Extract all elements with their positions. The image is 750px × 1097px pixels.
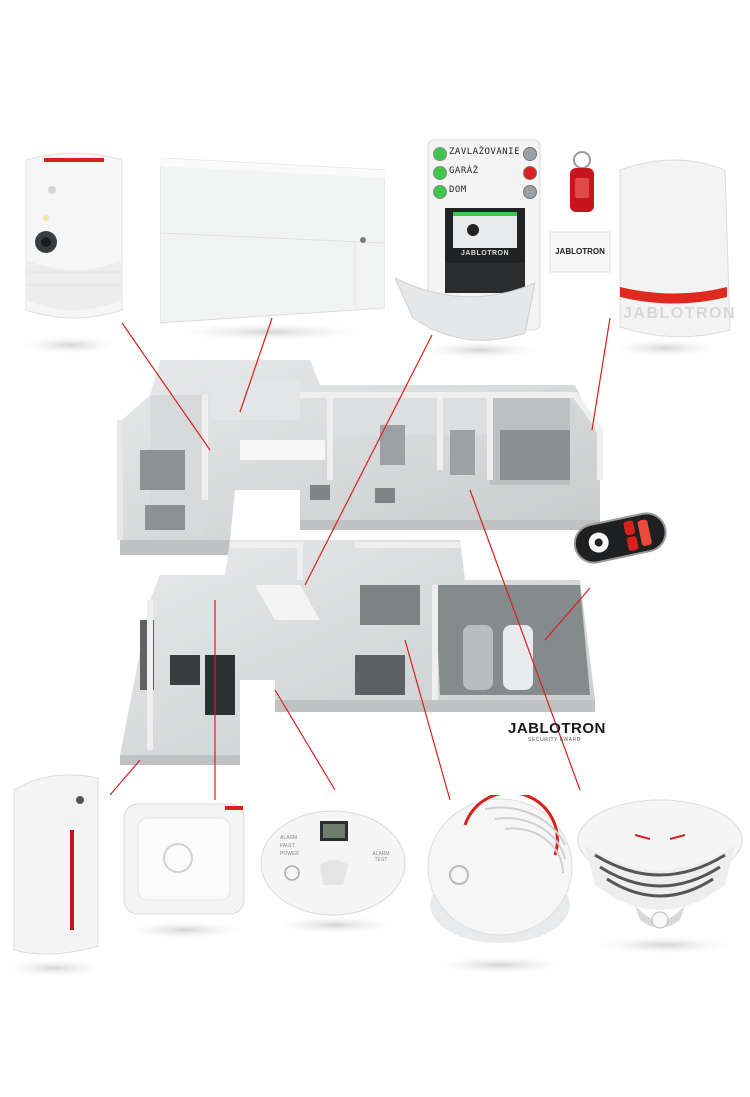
keypad-segment-row[interactable]: DOM: [431, 182, 539, 202]
segment-label: GARÁŽ: [449, 166, 479, 176]
access-keypad: ZAVLAŽOVANIE GARÁŽ DOM JABLOTRON: [395, 138, 545, 343]
connector-lines: [109, 317, 611, 801]
brand-tagline: SECURITY AWARD: [528, 737, 581, 743]
wall-sounder: [120, 800, 248, 920]
fire-detector: [575, 795, 745, 940]
status-led-icon: [523, 147, 537, 161]
rfid-tag-and-card: JABLOTRON: [548, 150, 613, 280]
segment-label: ZAVLAŽOVANIE: [449, 147, 521, 157]
co-label: ALARM: [280, 835, 298, 841]
brand-name: JABLOTRON: [508, 720, 606, 737]
control-panel: [160, 158, 385, 328]
status-led-icon: [433, 185, 447, 199]
brand-watermark: JABLOTRON SECURITY AWARD: [508, 720, 605, 750]
upper-floor: [117, 360, 603, 555]
status-led-icon: [523, 185, 537, 199]
outdoor-siren: JABLOTRON: [615, 155, 735, 340]
segment-label: DOM: [449, 185, 467, 195]
status-led-icon: [523, 166, 537, 180]
smoke-detector: [425, 795, 575, 950]
card-brand: JABLOTRON: [555, 247, 605, 256]
siren-brand: JABLOTRON: [623, 305, 737, 322]
co-label: POWER: [280, 851, 299, 857]
lower-floor: [120, 540, 595, 765]
co-label: FAULT: [280, 843, 296, 849]
co-detector: ALARM FAULT POWER ALARM TEST: [258, 805, 408, 920]
keypad-segment-row[interactable]: GARÁŽ: [431, 163, 539, 183]
keypad-brand: JABLOTRON: [460, 250, 510, 257]
door-window-detector: [10, 770, 102, 960]
remote-keyfob: [568, 505, 673, 570]
status-led-icon: [433, 166, 447, 180]
status-led-icon: [433, 147, 447, 161]
co-test-label: ALARM TEST: [372, 851, 390, 863]
motion-detector-camera: [24, 150, 124, 328]
keypad-segment-row[interactable]: ZAVLAŽOVANIE: [431, 144, 539, 164]
